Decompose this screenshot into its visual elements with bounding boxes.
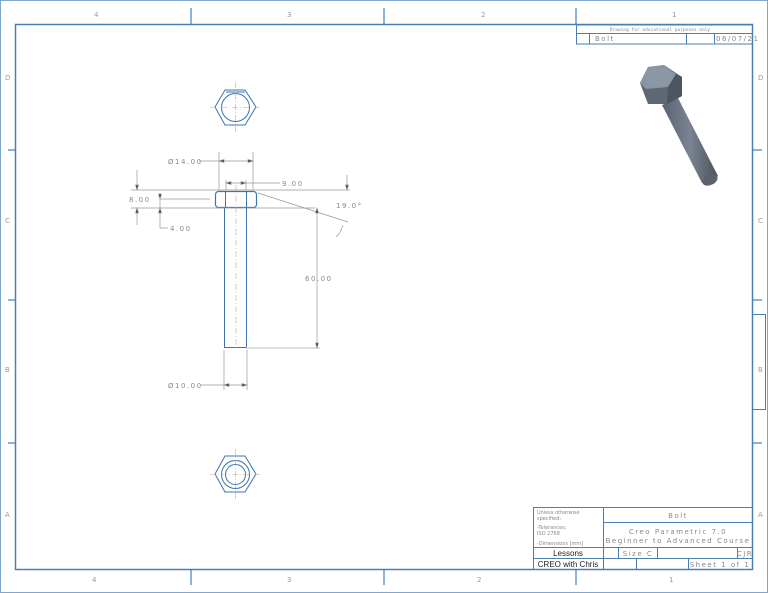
zone-label-right: B [758,366,763,374]
zone-label-bottom: 1 [669,576,673,584]
zone-label-bottom: 4 [92,576,97,584]
tb-course-line2: Beginner to Advanced Course [606,537,751,545]
tb-note: Unless otherwise [537,510,580,516]
zone-label-right: C [758,217,763,225]
header-part-name: Bolt [595,35,615,43]
title-block [533,507,753,585]
tb-note: ISO 2768 [537,531,560,537]
tb-author: CREO with Chris [538,560,598,569]
dim-chamfer-angle: 19.0° [336,202,363,210]
dim-chamfer-height: 4.00 [170,225,192,233]
zone-label-top: 4 [94,11,99,19]
dim-head-height: 8.00 [129,196,151,204]
bolt-top-view [210,82,261,133]
zone-label-top: 2 [481,11,485,19]
tb-drawn-by: CJR [737,550,753,558]
zone-label-top: 3 [287,11,291,19]
tb-note: -Tolerances: [537,525,567,531]
dimension-lines [131,152,350,390]
bolt-front-view [214,185,258,350]
zone-label-left: B [5,366,10,374]
zone-label-bottom: 3 [287,576,291,584]
bolt-bottom-view [210,449,261,500]
dim-shank-diameter: Ø10.00 [168,382,203,390]
tb-size: Size C [623,550,653,558]
bolt-3d-view [640,65,718,186]
educational-note: Drawing for educational purposes only [610,27,711,33]
tb-title: Bolt [668,512,688,520]
dim-head-diameter: Ø14.00 [168,158,203,166]
header-date: 06/07/21 [716,35,759,43]
tb-sheet: Sheet 1 of 1 [690,561,751,569]
dim-shank-length: 60.00 [305,275,333,283]
zone-label-top: 1 [672,11,676,19]
zone-label-right: D [758,74,763,82]
header-block [576,24,753,45]
tb-course-line1: Creo Parametric 7.0 [629,528,727,536]
zone-label-left: A [5,511,10,519]
zone-label-left: D [5,74,10,82]
inner-border [14,23,754,571]
zone-label-bottom: 2 [477,576,481,584]
tb-lessons: Lessons [553,549,583,558]
zone-label-left: C [5,217,10,225]
zone-label-right: A [758,511,763,519]
tb-note: -Dimensions [mm] [537,541,583,547]
tb-note: specified: [537,516,561,522]
dim-head-flat: 9.00 [282,180,304,188]
